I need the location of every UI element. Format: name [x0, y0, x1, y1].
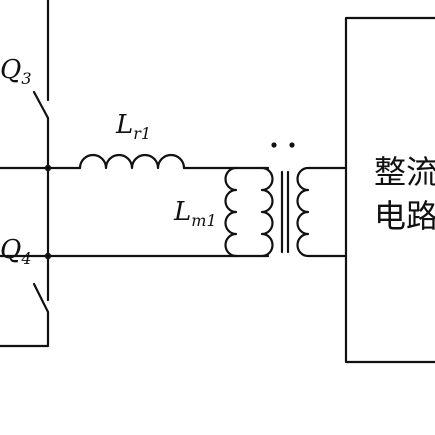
lr1-label: Lr1 — [115, 110, 151, 143]
junction-dot-top — [44, 164, 52, 172]
rectifier-label-line1: 整流 — [374, 153, 435, 191]
q3-label: Q3 — [0, 55, 32, 88]
q3-switch-blade — [32, 90, 50, 120]
q4-switch-blade — [32, 282, 50, 314]
left-rail-bottom — [0, 310, 50, 348]
junction-dot-bottom — [44, 252, 52, 260]
polarity-dot-secondary — [289, 142, 295, 148]
rectifier-label-line2: 电路 — [374, 197, 435, 235]
rectifier-box — [344, 16, 435, 364]
transformer-primary-coil — [260, 166, 274, 258]
polarity-dot-primary — [271, 142, 277, 148]
lr1-coil — [78, 153, 186, 170]
q4-label: Q4 — [0, 235, 32, 268]
lm1-coil — [224, 166, 238, 258]
lm1-label: Lm1 — [173, 197, 217, 230]
transformer-secondary-coil — [296, 166, 324, 258]
